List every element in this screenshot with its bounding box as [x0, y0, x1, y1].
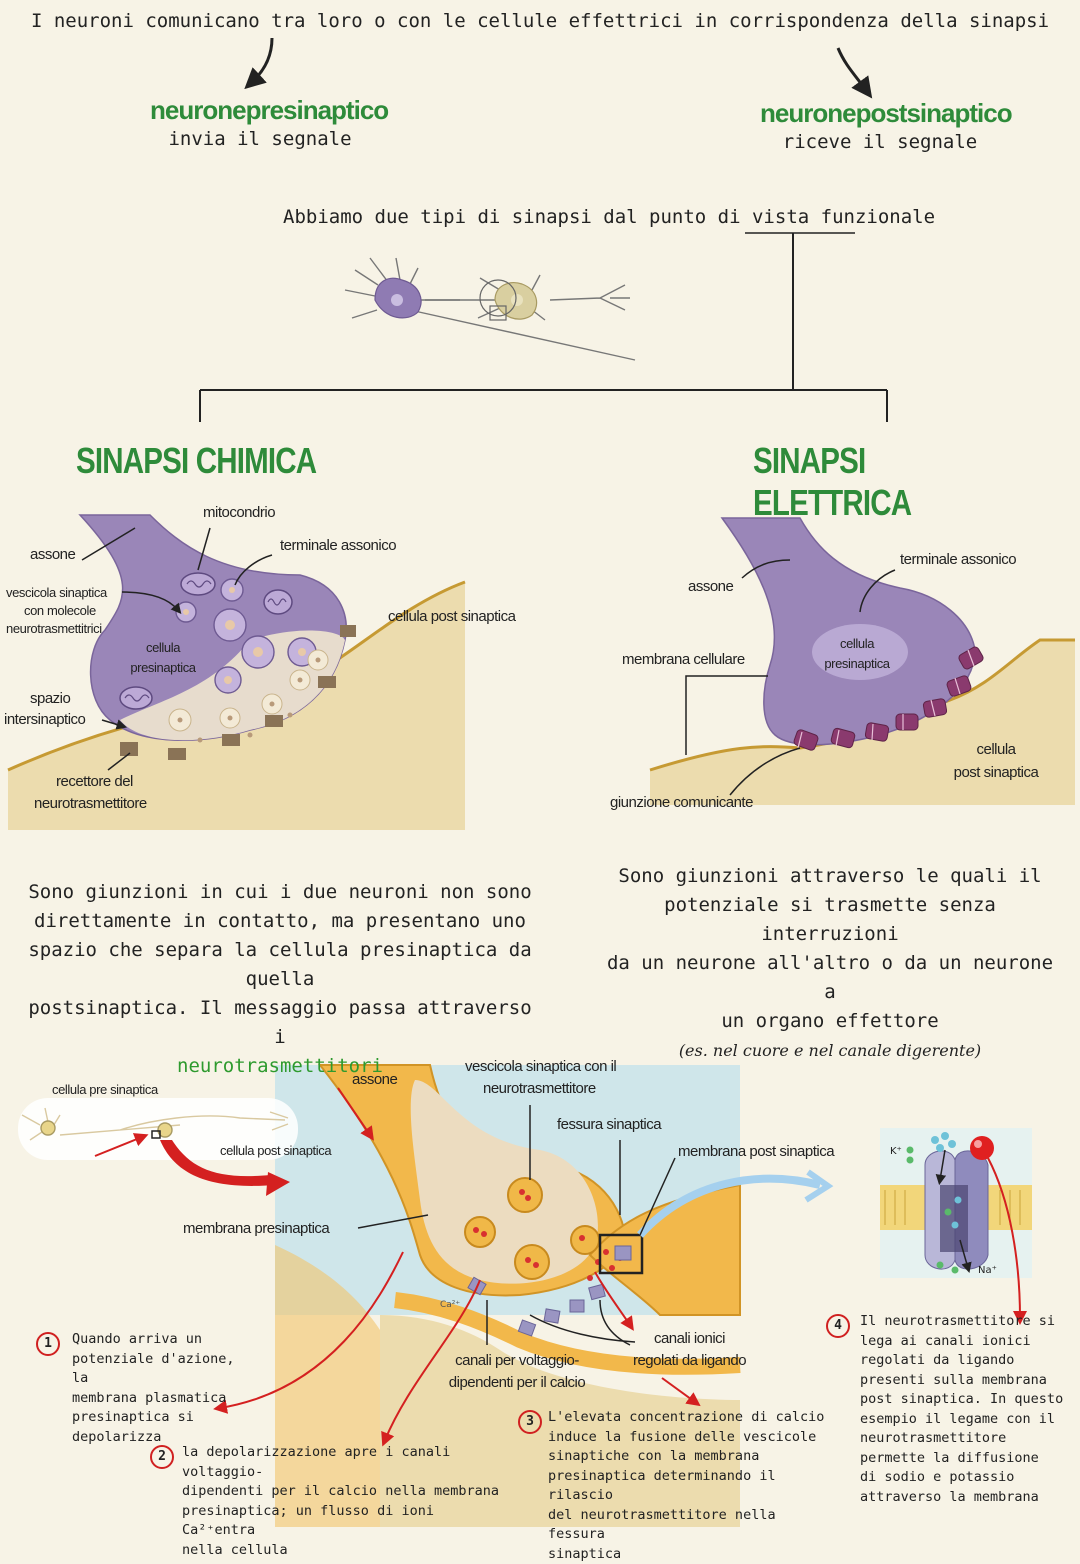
- chemical-synapse-illustration: [7, 514, 466, 830]
- chem-label-assone: assone: [30, 546, 76, 563]
- electrical-description: Sono giunzioni attraverso le quali il po…: [605, 862, 1055, 1065]
- intro-text: I neuroni comunicano tra loro o con le c…: [30, 10, 1050, 32]
- diagram-graphics: [7, 37, 1075, 1527]
- chem-label-cellula-pre: cellula presinaptica: [130, 640, 196, 675]
- presynaptic-block: neuronepresinaptico invia il segnale: [150, 95, 389, 150]
- bottom-label-membrana-pre: membrana presinaptica: [183, 1220, 330, 1237]
- chemical-title: SINAPSI CHIMICA: [76, 440, 317, 481]
- na-label: Na⁺: [978, 1265, 997, 1276]
- elec-label-terminale: terminale assonico: [900, 551, 1017, 568]
- presynaptic-desc: invia il segnale: [168, 128, 352, 150]
- red-swoosh: [160, 1140, 275, 1186]
- k-label: K⁺: [890, 1146, 902, 1157]
- chem-label-terminale: terminale assonico: [280, 537, 397, 554]
- chem-label-recettore: recettore del neurotrasmettitore: [34, 773, 147, 812]
- chem-label-vescicola: vescicola sinaptica con molecole neurotr…: [6, 585, 107, 636]
- neuron-pair-illustration: [344, 257, 636, 361]
- step-2: 2 la depolarizzazione apre i canali volt…: [150, 1443, 510, 1560]
- bottom-label-lines: [357, 1105, 676, 1346]
- zoom-box: [598, 1233, 644, 1275]
- step-1: 1 Quando arriva un potenziale d'azione, …: [36, 1330, 236, 1447]
- elec-label-cellula-pre: cellula presinaptica: [824, 636, 890, 671]
- postsynaptic-block: neuronepostsinaptico riceve il segnale: [760, 98, 1013, 153]
- bottom-label-membrana-post: membrana post sinaptica: [678, 1143, 835, 1160]
- postsynaptic-desc: riceve il segnale: [782, 131, 978, 153]
- bottom-synapse-illustration: [275, 1064, 834, 1527]
- elec-label-giunzione: giunzione comunicante: [610, 794, 753, 811]
- types-heading: Abbiamo due tipi di sinapsi dal punto di…: [283, 206, 935, 228]
- zoom-arrow: [637, 1174, 821, 1238]
- chem-label-spazio: spazio intersinaptico: [4, 690, 86, 728]
- step-arrows: [213, 1087, 1027, 1447]
- chemical-description: Sono giunzioni in cui i due neuroni non …: [20, 878, 540, 1081]
- bottom-label-cell-post: cellula post sinaptica: [220, 1143, 332, 1158]
- chemical-label-lines: [81, 527, 273, 771]
- chem-label-mitocondrio: mitocondrio: [203, 504, 276, 521]
- presynaptic-title: neuronepresinaptico: [150, 95, 389, 125]
- neurotrasmettitori-highlight: neurotrasmettitori: [177, 1055, 383, 1077]
- electrical-synapse-illustration: [649, 517, 1075, 805]
- step-3: 3 L'elevata concentrazione di calcio ind…: [518, 1408, 838, 1564]
- types-heading-underlined: funzionale: [820, 206, 936, 228]
- step-1-number: 1: [36, 1332, 60, 1356]
- ion-channel-inset: [880, 1128, 1032, 1278]
- classification-bracket: [199, 233, 888, 422]
- elec-label-assone: assone: [688, 578, 734, 595]
- small-neuron-pair: [18, 1098, 298, 1160]
- chem-label-post: cellula post sinaptica: [388, 608, 516, 625]
- bottom-label-canali-volt: canali per voltaggio- dipendenti per il …: [448, 1352, 586, 1391]
- elec-label-membrana: membrana cellulare: [622, 651, 745, 668]
- step-4: 4 Il neurotrasmettitore si lega ai canal…: [826, 1312, 1066, 1507]
- bottom-label-cell-pre: cellula pre sinaptica: [52, 1082, 158, 1097]
- step-3-number: 3: [518, 1410, 542, 1434]
- ca-label: Ca²⁺: [440, 1300, 461, 1310]
- elec-label-post: cellula post sinaptica: [953, 741, 1039, 781]
- bottom-label-assone: assone: [352, 1071, 398, 1088]
- step-2-number: 2: [150, 1445, 174, 1469]
- electrical-title: SINAPSI ELETTRICA: [753, 440, 912, 523]
- arrow-to-presynaptic: [244, 37, 274, 90]
- postsynaptic-title: neuronepostsinaptico: [760, 98, 1013, 128]
- types-heading-text: Abbiamo due tipi di sinapsi dal punto di…: [283, 206, 810, 228]
- step-4-number: 4: [826, 1314, 850, 1338]
- bottom-label-fessura: fessura sinaptica: [557, 1116, 662, 1133]
- electrical-example: (es. nel cuore e nel canale digerente): [678, 1041, 982, 1060]
- electrical-label-lines: [685, 559, 896, 796]
- arrow-to-postsynaptic: [836, 47, 873, 99]
- bottom-label-vescicola: vescicola sinaptica con il neurotrasmett…: [465, 1058, 617, 1097]
- bottom-label-canali-ion: canali ionici regolati da ligando: [632, 1330, 747, 1369]
